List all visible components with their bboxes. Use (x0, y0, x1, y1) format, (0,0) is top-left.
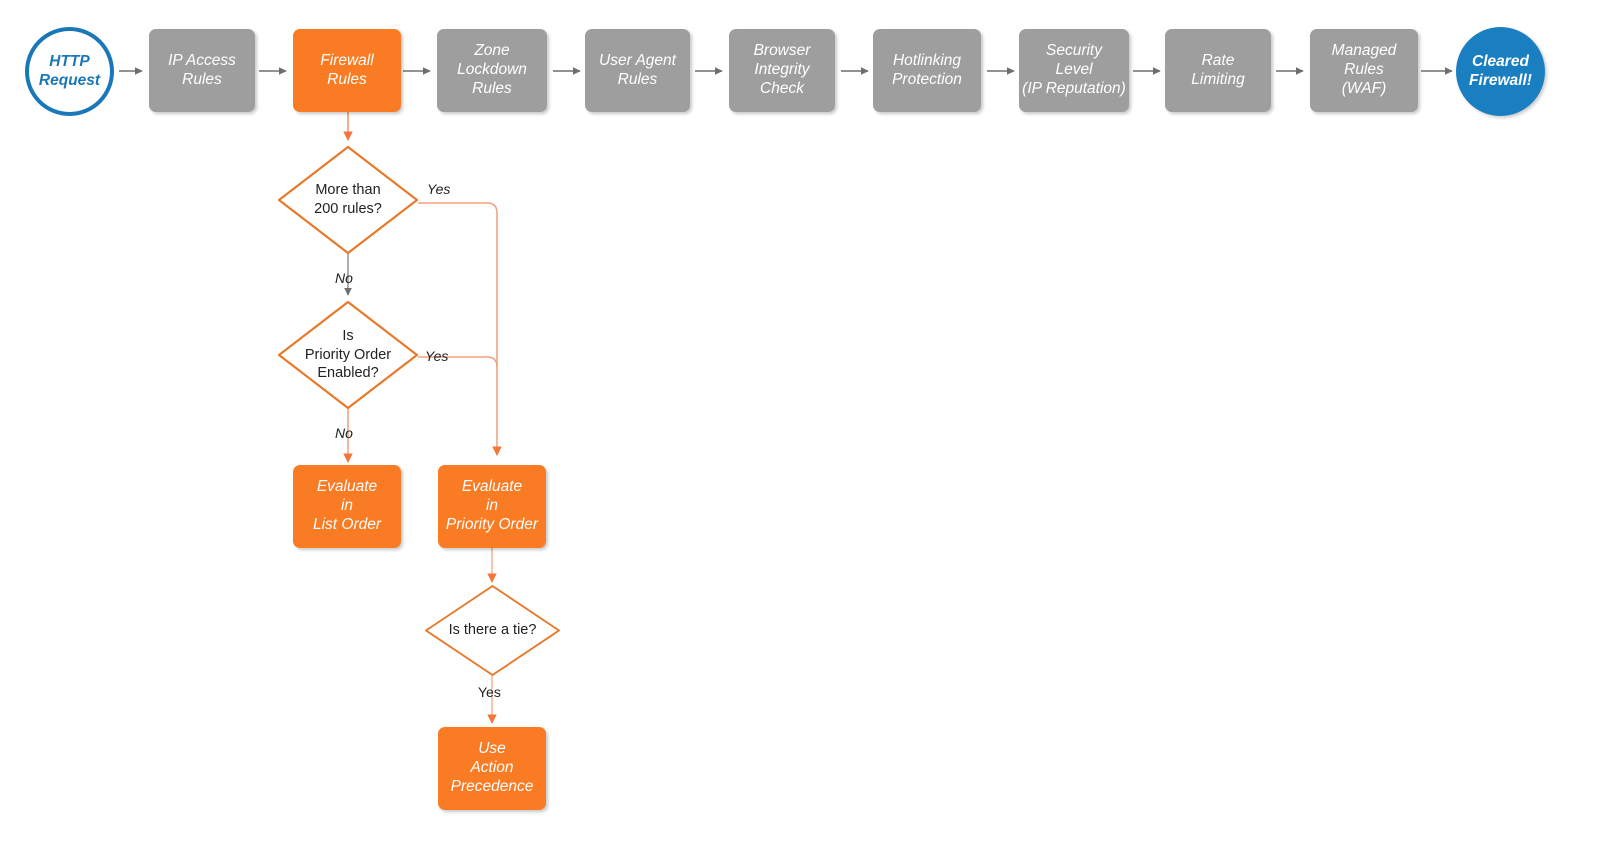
node-http-request[interactable]: HTTP Request (25, 27, 114, 116)
node-evaluate-in-priority-order-label: Evaluate in Priority Order (445, 478, 539, 533)
edge-label-more-than-200-yes: Yes (427, 181, 451, 197)
node-evaluate-in-list-order-label: Evaluate in List Order (312, 478, 382, 533)
decision-is-there-a-tie[interactable]: Is there a tie? (423, 583, 562, 678)
edge-label-priority-order-yes: Yes (425, 348, 449, 364)
node-rate-limiting-label: Rate Limiting (1191, 51, 1245, 88)
node-ip-access-rules-label: IP Access Rules (168, 51, 236, 88)
edge-label-priority-order-no: No (335, 425, 353, 441)
node-security-level[interactable]: Security Level (IP Reputation) (1019, 29, 1129, 112)
decision-more-than-200-rules-label: More than 200 rules? (314, 182, 382, 217)
decision-is-there-a-tie-label: Is there a tie? (448, 622, 537, 639)
node-hotlinking-protection[interactable]: Hotlinking Protection (873, 29, 981, 112)
node-managed-rules-waf-label: Managed Rules (WAF) (1331, 42, 1397, 97)
decision-more-than-200-rules[interactable]: More than 200 rules? (276, 144, 420, 256)
node-firewall-rules[interactable]: Firewall Rules (293, 29, 401, 112)
node-use-action-precedence-label: Use Action Precedence (450, 740, 534, 795)
decision-is-priority-order-enabled-label: Is Priority Order Enabled? (304, 327, 392, 382)
node-hotlinking-protection-label: Hotlinking Protection (892, 51, 962, 88)
diamond-shape-priority-order (277, 300, 419, 410)
node-use-action-precedence[interactable]: Use Action Precedence (438, 727, 546, 810)
node-managed-rules-waf[interactable]: Managed Rules (WAF) (1310, 29, 1418, 112)
node-cleared-firewall[interactable]: Cleared Firewall! (1456, 27, 1545, 116)
node-browser-integrity-check-label: Browser Integrity Check (753, 42, 811, 97)
diamond-shape-is-there-a-tie (425, 585, 560, 676)
node-user-agent-rules-label: User Agent Rules (599, 51, 676, 88)
node-rate-limiting[interactable]: Rate Limiting (1165, 29, 1271, 112)
node-cleared-firewall-label: Cleared Firewall! (1469, 52, 1532, 89)
node-evaluate-in-priority-order[interactable]: Evaluate in Priority Order (438, 465, 546, 548)
node-user-agent-rules[interactable]: User Agent Rules (585, 29, 690, 112)
node-browser-integrity-check[interactable]: Browser Integrity Check (729, 29, 835, 112)
node-http-request-label: HTTP Request (38, 52, 101, 89)
node-zone-lockdown-rules-label: Zone Lockdown Rules (457, 42, 527, 97)
node-firewall-rules-label: Firewall Rules (320, 51, 374, 88)
node-security-level-label: Security Level (IP Reputation) (1022, 42, 1126, 97)
node-zone-lockdown-rules[interactable]: Zone Lockdown Rules (437, 29, 547, 112)
edge-label-tie-yes: Yes (478, 684, 501, 700)
diamond-shape-more-than-200 (277, 145, 419, 255)
edge-label-more-than-200-no: No (335, 270, 353, 286)
node-ip-access-rules[interactable]: IP Access Rules (149, 29, 255, 112)
node-evaluate-in-list-order[interactable]: Evaluate in List Order (293, 465, 401, 548)
decision-is-priority-order-enabled[interactable]: Is Priority Order Enabled? (276, 299, 420, 411)
yes-branch-more-than-200 (418, 202, 502, 456)
